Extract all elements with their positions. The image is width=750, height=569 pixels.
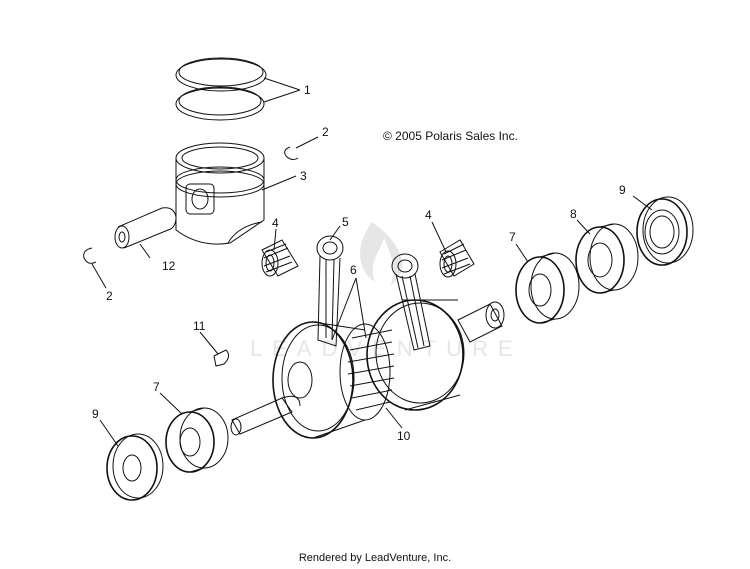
callout-9: 9 [92, 407, 99, 421]
woodruff-key [213, 349, 230, 367]
callout-5: 5 [342, 215, 349, 229]
watermark-text: LEADVENTURE [250, 336, 523, 361]
leader-lines [91, 77, 653, 447]
piston-rings [175, 57, 267, 121]
circlips [83, 146, 299, 264]
callout-9: 9 [619, 183, 626, 197]
callouts: 1 2 2 3 4 4 5 6 7 7 8 9 9 10 11 12 [92, 83, 626, 443]
callout-6: 6 [350, 263, 357, 277]
ball-bearing [575, 223, 639, 294]
connecting-rod-right [391, 253, 431, 351]
callout-4: 4 [425, 208, 432, 222]
piston [175, 142, 265, 245]
callout-3: 3 [300, 169, 307, 183]
connecting-rod-left [316, 235, 344, 347]
main-bearing-right [515, 252, 580, 324]
callout-2: 2 [106, 289, 113, 303]
watermark: LEADVENTURE [250, 222, 523, 361]
callout-7: 7 [153, 380, 160, 394]
callout-8: 8 [570, 207, 577, 221]
callout-1: 1 [304, 83, 311, 97]
piston-pin [114, 207, 177, 249]
oil-seal-right [636, 196, 694, 266]
callout-2: 2 [322, 125, 329, 139]
copyright-notice: © 2005 Polaris Sales Inc. [383, 129, 518, 143]
callout-10: 10 [397, 429, 411, 443]
needle-bearing-left [261, 239, 299, 277]
callout-7: 7 [509, 230, 516, 244]
callout-11: 11 [193, 319, 206, 333]
callout-12: 12 [162, 259, 176, 273]
oil-seal-left [106, 433, 164, 501]
needle-bearing-right [439, 239, 475, 278]
crankshaft [230, 299, 505, 439]
footer-credit: Rendered by LeadVenture, Inc. [298, 552, 452, 564]
callout-4: 4 [272, 216, 279, 230]
main-bearing-left [165, 407, 229, 473]
